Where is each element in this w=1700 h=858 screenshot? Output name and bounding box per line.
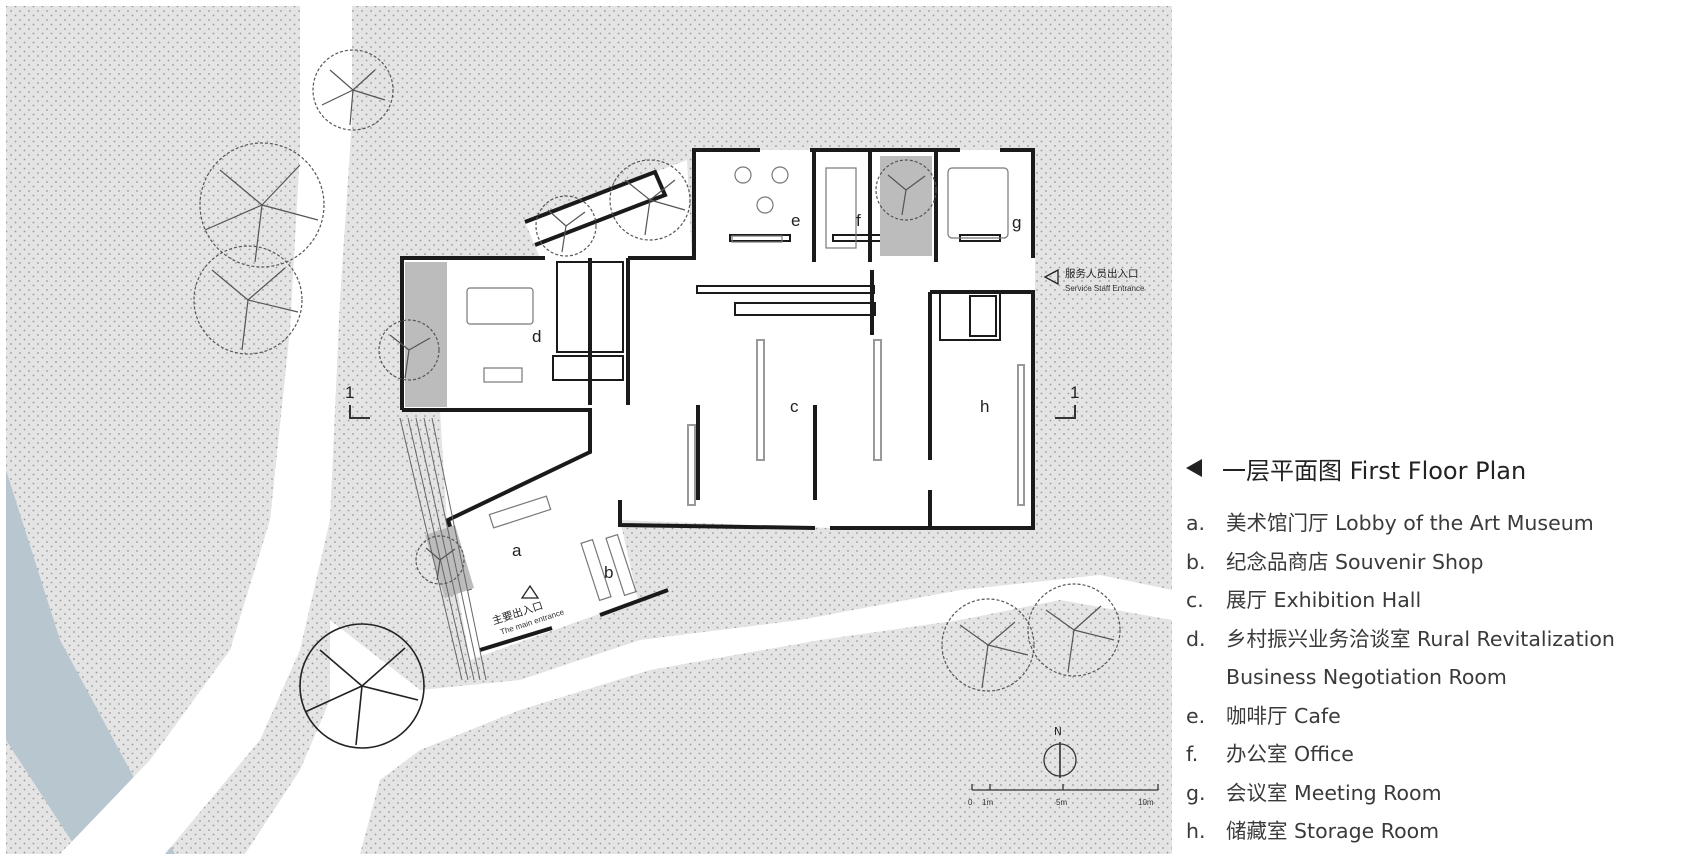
scale-tick-5m: 5m (1056, 798, 1067, 807)
section-marker-right-label: 1 (1070, 383, 1079, 402)
room-key: g. (1186, 780, 1206, 805)
tree-9 (299, 623, 425, 749)
room-letter-f: f (856, 211, 861, 230)
river (6, 470, 175, 854)
tree-1 (312, 49, 394, 131)
room-label: 乡村振兴业务洽谈室 Rural Revitalization Business … (1226, 626, 1615, 690)
furniture (466, 166, 1009, 602)
tree-6 (609, 159, 691, 241)
section-marker-left-label: 1 (345, 383, 354, 402)
room-letter-h: h (980, 397, 989, 416)
room-list: a. 美术馆门厅 Lobby of the Art Museum b. 纪念品商店 … (1186, 504, 1696, 851)
list-item: g. 会议室 Meeting Room (1186, 774, 1696, 813)
entrance-steps (399, 417, 487, 681)
room-letter-g: g (1012, 213, 1021, 232)
list-item: h. 储藏室 Storage Room (1186, 812, 1696, 851)
room-label: 美术馆门厅 Lobby of the Art Museum (1226, 511, 1594, 535)
service-entrance-arrow-icon (1043, 268, 1059, 286)
tree-2 (199, 142, 325, 268)
scale-tick-1m: 1m (982, 798, 993, 807)
room-letter-c: c (790, 397, 799, 416)
road-fill (300, 700, 360, 854)
room-label: 储藏室 Storage Room (1226, 819, 1440, 843)
triangle-left-icon (1186, 459, 1202, 477)
planter-d (405, 262, 447, 407)
room-label: 会议室 Meeting Room (1226, 780, 1442, 805)
list-item: e. 咖啡厅 Cafe (1186, 697, 1696, 736)
room-key: h. (1186, 819, 1206, 843)
room-key: f. (1186, 742, 1199, 766)
service-entrance-label-cn: 服务人员出入口 (1065, 267, 1139, 280)
road-vertical (60, 6, 352, 854)
list-item: d. 乡村振兴业务洽谈室 Rural Revitalization Busines… (1186, 620, 1696, 697)
scale-tick-10m: 10m (1138, 798, 1154, 807)
legend-title-text: 一层平面图 First Floor Plan (1222, 456, 1527, 485)
tree-7 (875, 159, 937, 221)
room-key: a. (1186, 511, 1206, 535)
room-label: 展厅 Exhibition Hall (1226, 588, 1422, 612)
tree-10 (941, 598, 1035, 692)
room-letter-a: a (512, 541, 522, 560)
legend-title: 一层平面图 First Floor Plan (1186, 448, 1696, 488)
legend: 一层平面图 First Floor Plan a. 美术馆门厅 Lobby of … (1186, 448, 1696, 851)
tree-5 (535, 195, 597, 257)
main-entrance-arrow-icon (520, 584, 540, 599)
room-key: c. (1186, 588, 1204, 612)
building-footprint (402, 150, 1035, 660)
list-item: f. 办公室 Office (1186, 735, 1696, 774)
scale-tick-0: 0 (968, 798, 973, 807)
room-letter-e: e (791, 211, 800, 230)
list-item: b. 纪念品商店 Souvenir Shop (1186, 543, 1696, 582)
service-entrance-label-en: Service Staff Entrance (1065, 284, 1145, 293)
list-item: c. 展厅 Exhibition Hall (1186, 581, 1696, 620)
room-key: b. (1186, 549, 1206, 574)
trees (193, 49, 1121, 749)
tree-8 (415, 535, 465, 585)
tree-4 (378, 319, 440, 381)
tree-3 (193, 245, 303, 355)
room-label: 咖啡厅 Cafe (1226, 703, 1341, 728)
north-label: N (1054, 726, 1062, 738)
section-marker-right (1055, 405, 1076, 419)
tree-11 (1027, 583, 1121, 677)
room-key: e. (1186, 703, 1206, 728)
room-letter-b: b (604, 563, 613, 582)
list-item: a. 美术馆门厅 Lobby of the Art Museum (1186, 504, 1696, 543)
scale-bar (971, 784, 1159, 791)
room-key: d. (1186, 626, 1206, 651)
room-letter-d: d (532, 327, 541, 346)
section-marker-left (349, 405, 370, 419)
planter-f (880, 156, 932, 256)
room-label: 纪念品商店 Souvenir Shop (1226, 549, 1484, 574)
planter-a (425, 525, 474, 598)
room-label: 办公室 Office (1226, 742, 1354, 766)
